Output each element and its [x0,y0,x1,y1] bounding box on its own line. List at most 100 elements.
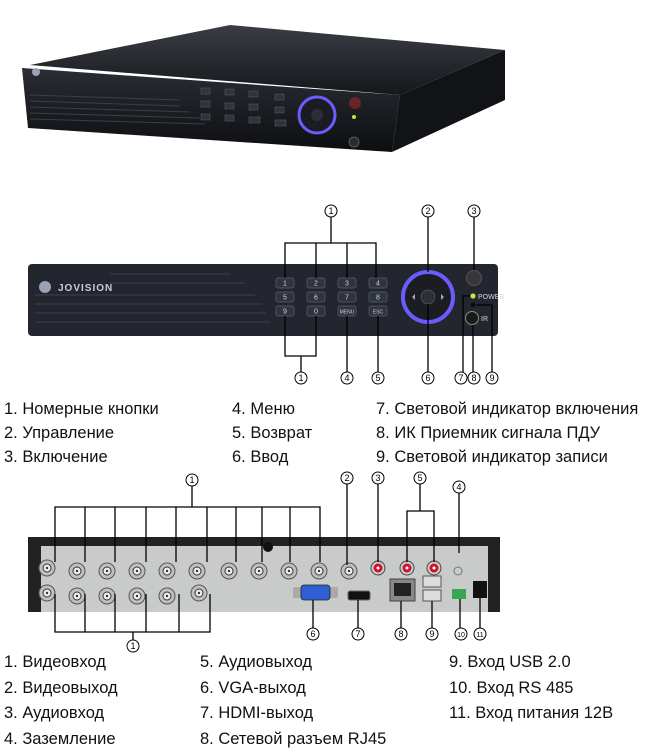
callout-marker: 7 [351,627,365,641]
callout-marker: 11 [473,627,487,641]
callout-number: 1 [130,641,135,651]
callout-number: 2 [425,206,430,216]
callout-marker: 8 [467,371,481,385]
legend-item: 9. Световой индикатор записи [376,448,608,466]
keypad-button[interactable]: 2 [306,277,326,289]
callout-number: 2 [344,473,349,483]
rear-panel-frame [28,537,500,612]
bnc-connector [280,562,298,580]
legend-item: 11. Вход питания 12В [449,704,614,722]
device-side [392,50,505,152]
usb-port-bottom [422,589,442,602]
bnc-connector [250,562,268,580]
callout-marker: 7 [454,371,468,385]
callout-number: 5 [375,373,380,383]
front-legend-col-1: 1. Номерные кнопки 2. Управление 3. Вклю… [4,397,159,469]
legend-item: 1. Номерные кнопки [4,400,159,418]
callout-marker: 2 [340,471,354,485]
callout-number: 3 [375,473,380,483]
keypad-button-label: 4 [376,281,380,288]
power-indicator-label: POWER [478,294,504,301]
keypad-button-label: 2 [314,281,318,288]
callout-marker: 5 [371,371,385,385]
legend-item: 7. Световой индикатор включения [376,400,639,418]
callout-marker: 2 [421,204,435,218]
callout-marker: 3 [467,204,481,218]
callout-marker: 8 [394,627,408,641]
legend-item: 4. Меню [232,400,295,418]
rear-legend-col-3: 9. Вход USB 2.0 10. Вход RS 485 11. Вход… [449,650,613,727]
right-arrow-icon [441,294,444,300]
bnc-connector [128,562,146,580]
vga-port [293,584,338,601]
legend-item: 5. Возврат [232,424,313,442]
dvr-perspective-view [22,25,505,152]
front-legend-col-3: 7. Световой индикатор включения 8. ИК Пр… [376,397,638,469]
callout-marker: 4 [340,371,354,385]
bnc-connector [98,562,116,580]
callout-number: 8 [398,629,403,639]
front-legend-col-2: 4. Меню 5. Возврат 6. Ввод [232,397,312,469]
callout-marker: 9 [425,627,439,641]
callout-marker: 1 [294,371,308,385]
keypad-button[interactable]: 8 [368,291,388,303]
callout-number: 9 [429,629,434,639]
legend-item: 6. VGA-выход [200,678,306,697]
legend-item: 8. ИК Приемник сигнала ПДУ [376,424,601,442]
legend-item: 4. Заземление [4,729,116,748]
bnc-connector [128,587,146,605]
rca-connector [426,560,442,576]
keypad-button-label: 9 [283,309,287,316]
power-led [352,115,356,119]
legend-item: 1. Видеовход [4,653,106,671]
ground-terminal [453,566,463,576]
callout-number: 1 [328,206,333,216]
keypad-button[interactable]: 5 [275,291,295,303]
callout-number: 9 [489,373,494,383]
rca-connector [370,560,386,576]
bnc-connector [188,562,206,580]
callout-number: 8 [471,373,476,383]
bnc-connector [38,584,56,602]
legend-item: 2. Видеовыход [4,678,118,697]
dc-power-port [473,581,487,598]
keypad-button-label: 5 [283,295,287,302]
keypad-button-label: 1 [283,281,287,288]
rear-legend-col-2: 5. Аудиовыход 6. VGA-выход 7. HDMI-выход… [200,650,386,752]
keypad-button-label: 8 [376,295,380,302]
keypad-button-label: 6 [314,295,318,302]
callout-marker: 9 [485,371,499,385]
legend-item: 3. Включение [4,448,108,466]
bnc-connector [190,584,208,602]
power-led [470,293,476,299]
callout-marker: 10 [454,627,468,641]
callout-marker: 1 [324,204,338,218]
brand-logo-icon [32,68,40,76]
callout-number: 4 [456,482,461,492]
brand-name: JOVISION [58,283,113,294]
bnc-connector [220,562,238,580]
bnc-connector [38,559,56,577]
callout-marker: 4 [452,480,466,494]
keypad-button[interactable]: 6 [306,291,326,303]
bnc-connector [310,562,328,580]
callout-number: 5 [417,473,422,483]
callout-number: 3 [471,206,476,216]
legend-item: 2. Управление [4,424,115,442]
usb-port-top [422,575,442,588]
keypad-button[interactable]: 4 [368,277,388,289]
callout-marker: 1 [126,639,140,653]
keypad-button[interactable]: 7 [337,291,357,303]
rs485-port [452,589,466,599]
ir-receiver [465,311,479,325]
bnc-connector [158,587,176,605]
callout-number: 1 [298,373,303,383]
callout-number: 6 [310,629,315,639]
bnc-connector [158,562,176,580]
callout-number: 10 [457,632,465,639]
power-button[interactable] [466,270,482,286]
device-front [22,68,400,152]
callout-number: 11 [476,632,483,639]
